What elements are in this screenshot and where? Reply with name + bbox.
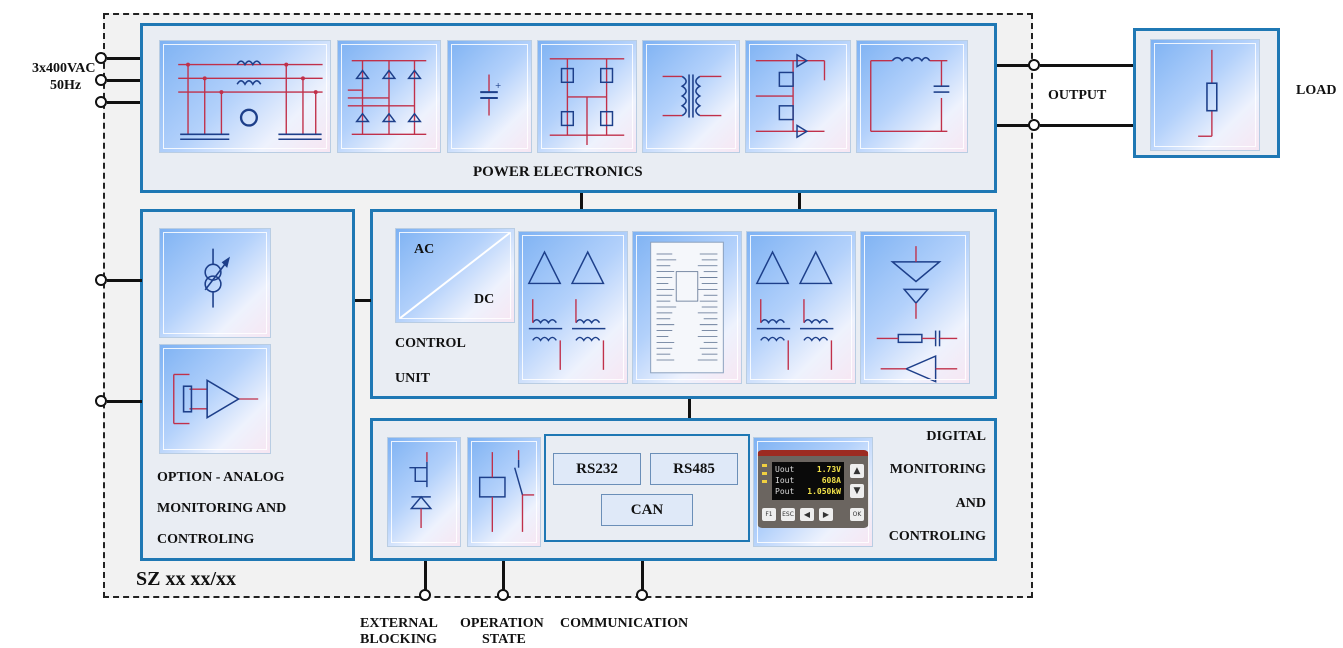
external-blocking-terminal [419,589,431,601]
svg-text:+: + [495,81,502,90]
power-electronics-title: POWER ELECTRONICS [473,164,643,180]
esc-label: ESC [782,511,794,518]
communication-panel: RS232 RS485 CAN [544,434,750,542]
operation-state-label-line1: OPERATION [460,616,544,631]
lcd-row3-value: 1.050kW [807,487,841,496]
lcd-row1-label: Uout [775,465,795,474]
emi-filter-tile [159,40,331,153]
external-blocking-label-line2: BLOCKING [360,632,438,647]
lcd-row1-value: 1.73V [816,465,841,474]
rs232-port[interactable]: RS232 [553,453,641,485]
f1-label: F1 [765,511,773,518]
control-unit-label-line2: UNIT [395,371,431,386]
microcontroller-tile [632,231,742,384]
can-label: CAN [630,502,664,518]
arrow-down-button[interactable]: ▼ [850,484,864,498]
communication-label: COMMUNICATION [560,616,689,631]
led-indicators [762,464,768,486]
rs232-label: RS232 [576,461,618,477]
arrow-up-button[interactable]: ▲ [850,464,864,478]
terminal-l3 [95,96,107,108]
analog-terminal-1 [95,274,107,286]
control-panel-device: Uout 1.73V Iout 608A Pout 1.050kW ▲ ▼ F1 ES… [757,450,869,528]
terminal-l2 [95,74,107,86]
rs485-port[interactable]: RS485 [650,453,738,485]
arrow-right-button[interactable]: ▶ [819,508,833,521]
ok-label: OK [852,511,862,518]
analog-amplifier-tile [159,344,271,454]
analog-option-label-line2: MONITORING AND [157,501,287,516]
signal-conditioning-tile [860,231,970,384]
analog-option-label-line1: OPTION - ANALOG [157,470,285,485]
operation-state-terminal [497,589,509,601]
lcd-row2-label: Iout [775,476,795,485]
operation-state-label-line2: STATE [482,632,526,647]
analog-option-block: OPTION - ANALOG MONITORING AND CONTROLIN… [140,209,355,561]
dc-label: DC [474,292,495,307]
arrow-up-icon: ▲ [853,466,861,476]
digital-monitoring-label-line4: CONTROLING [888,529,986,544]
display-panel-tile: Uout 1.73V Iout 608A Pout 1.050kW ▲ ▼ F1 ES… [753,437,873,547]
f1-button[interactable]: F1 [762,508,776,521]
control-unit-label-line1: CONTROL [395,336,466,351]
arrow-right-icon: ▶ [822,510,830,519]
rs485-label: RS485 [673,461,715,477]
can-port[interactable]: CAN [601,494,693,526]
output-rectifier-tile [745,40,851,153]
digital-monitoring-label-line3: AND [955,496,986,511]
gate-driver-tile-2 [746,231,856,384]
arrow-down-icon: ▼ [853,486,861,496]
output-label: OUTPUT [1048,88,1107,103]
optocoupler-tile [387,437,461,547]
digital-monitoring-block: RS232 RS485 CAN Uout 1.73V Iout 608A Pout 1… [370,418,997,561]
digital-monitoring-label-line1: DIGITAL [926,429,986,444]
digital-monitoring-label-line2: MONITORING [889,462,986,477]
output-terminal-plus [1028,59,1040,71]
lcd-row2-value: 608A [821,476,841,485]
rectifier-bridge-tile [337,40,441,153]
output-terminal-minus [1028,119,1040,131]
ac-dc-converter-tile: AC DC [395,228,515,323]
load-label: LOAD [1296,83,1337,98]
control-unit-block: AC DC CONTROL UNIT [370,209,997,399]
arrow-left-button[interactable]: ◀ [800,508,814,521]
load-resistor-tile [1150,39,1260,151]
output-filter-tile [856,40,968,153]
communication-terminal [636,589,648,601]
ac-label: AC [414,242,435,257]
current-sensor-tile [159,228,271,338]
transformer-tile [642,40,740,153]
lcd-row3-label: Pout [775,487,795,496]
supply-label-voltage: 3x400VAC [32,61,96,76]
power-electronics-block: + [140,23,997,193]
ok-button[interactable]: OK [850,508,864,521]
supply-label-frequency: 50Hz [50,78,82,93]
esc-button[interactable]: ESC [781,508,795,521]
analog-option-label-line3: CONTROLING [157,532,255,547]
dc-capacitor-tile: + [447,40,532,153]
analog-terminal-2 [95,395,107,407]
relay-tile [467,437,541,547]
gate-driver-tile-1 [518,231,628,384]
arrow-left-icon: ◀ [803,510,811,519]
inverter-bridge-tile [537,40,637,153]
load-block [1133,28,1280,158]
external-blocking-label-line1: EXTERNAL [360,616,438,631]
lcd-screen: Uout 1.73V Iout 608A Pout 1.050kW [772,462,844,500]
terminal-l1 [95,52,107,64]
model-label: SZ xx xx/xx [136,568,237,590]
